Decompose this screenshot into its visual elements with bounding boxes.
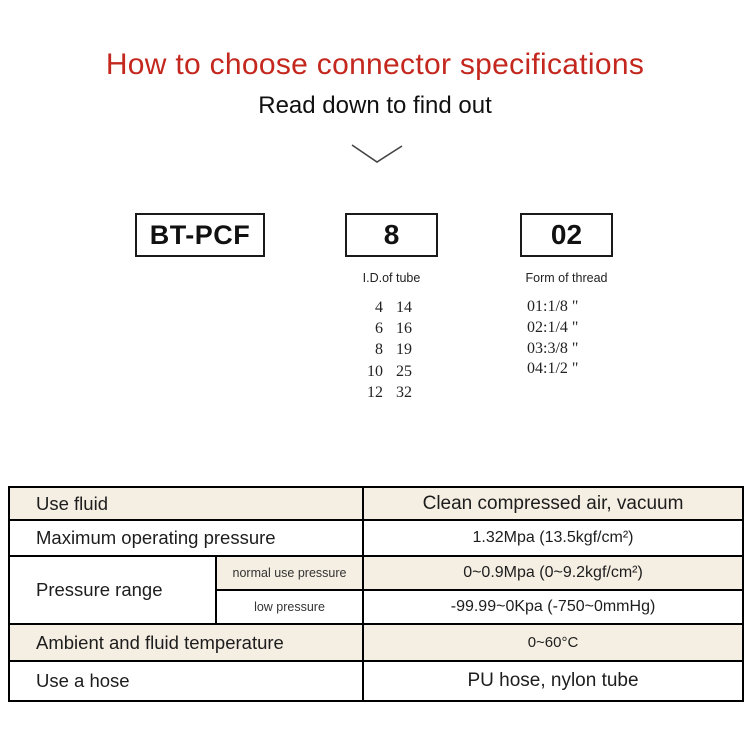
tube-id-value: 8 — [375, 341, 383, 359]
model-series-box: BT-PCF — [135, 213, 265, 257]
spec-value: Clean compressed air, vacuum — [362, 486, 745, 521]
spec-value: -99.99~0Kpa (-750~0mmHg) — [362, 589, 745, 625]
thread-option: 04:1/2 " — [527, 360, 579, 378]
table-row: Pressure range normal use pressure 0~0.9… — [8, 555, 745, 625]
tube-size-row: 6 16 — [345, 318, 412, 339]
spec-label: Maximum operating pressure — [7, 519, 365, 557]
thread-option: 02:1/4 " — [527, 318, 579, 336]
chevron-down-icon — [351, 144, 403, 163]
spec-value: 1.32Mpa (13.5kgf/cm²) — [362, 519, 745, 557]
table-row: Use fluid Clean compressed air, vacuum — [7, 486, 745, 521]
tube-od-value: 32 — [396, 383, 412, 401]
tube-od-value: 25 — [396, 362, 412, 380]
spec-value: PU hose, nylon tube — [362, 660, 745, 702]
table-row: low pressure -99.99~0Kpa (-750~0mmHg) — [9, 589, 745, 625]
model-series-code: BT-PCF — [149, 219, 251, 250]
page-title: How to choose connector specifications — [105, 48, 645, 81]
thread-option-list: 01:1/8 " 02:1/4 " 03:3/8 " 04:1/2 " — [527, 297, 578, 380]
spec-sublabel: low pressure — [214, 589, 365, 625]
table-row: Ambient and fluid temperature 0~60°C — [7, 623, 745, 662]
tube-od-value: 19 — [396, 341, 412, 359]
table-row: Use a hose PU hose, nylon tube — [7, 660, 745, 702]
tube-id-value: 12 — [367, 383, 383, 401]
tube-id-value: 10 — [367, 362, 383, 380]
tube-size-row: 10 25 — [345, 361, 412, 382]
tube-caption: I.D.of tube — [362, 271, 421, 285]
spec-sublabel: normal use pressure — [214, 555, 365, 591]
table-row: Maximum operating pressure 1.32Mpa (13.5… — [7, 519, 745, 557]
tube-od-value: 14 — [396, 298, 412, 316]
spec-label: Pressure range — [8, 555, 217, 625]
tube-size-list: 4 14 6 16 8 19 10 25 12 32 — [345, 297, 412, 403]
thread-caption: Form of thread — [525, 271, 608, 285]
tube-id-value: 4 — [375, 298, 383, 316]
spec-label: Use fluid — [7, 486, 365, 521]
spec-value: 0~60°C — [362, 623, 745, 662]
spec-table: Use fluid Clean compressed air, vacuum M… — [7, 486, 745, 702]
tube-od-value: 16 — [396, 319, 412, 337]
tube-size-row: 12 32 — [345, 382, 412, 403]
spec-label: Ambient and fluid temperature — [7, 623, 365, 662]
model-tube-code: 8 — [383, 219, 400, 250]
thread-option: 03:3/8 " — [527, 339, 579, 357]
thread-option: 01:1/8 " — [527, 298, 579, 315]
spec-value: 0~0.9Mpa (0~9.2kgf/cm²) — [362, 555, 745, 591]
model-thread-box: 02 — [520, 213, 613, 257]
page-subtitle: Read down to find out — [258, 92, 492, 119]
spec-label: Use a hose — [7, 660, 365, 702]
model-tube-box: 8 — [345, 213, 438, 257]
model-thread-code: 02 — [550, 219, 583, 250]
tube-size-row: 4 14 — [345, 297, 412, 318]
tube-id-value: 6 — [375, 319, 383, 337]
tube-size-row: 8 19 — [345, 340, 412, 361]
